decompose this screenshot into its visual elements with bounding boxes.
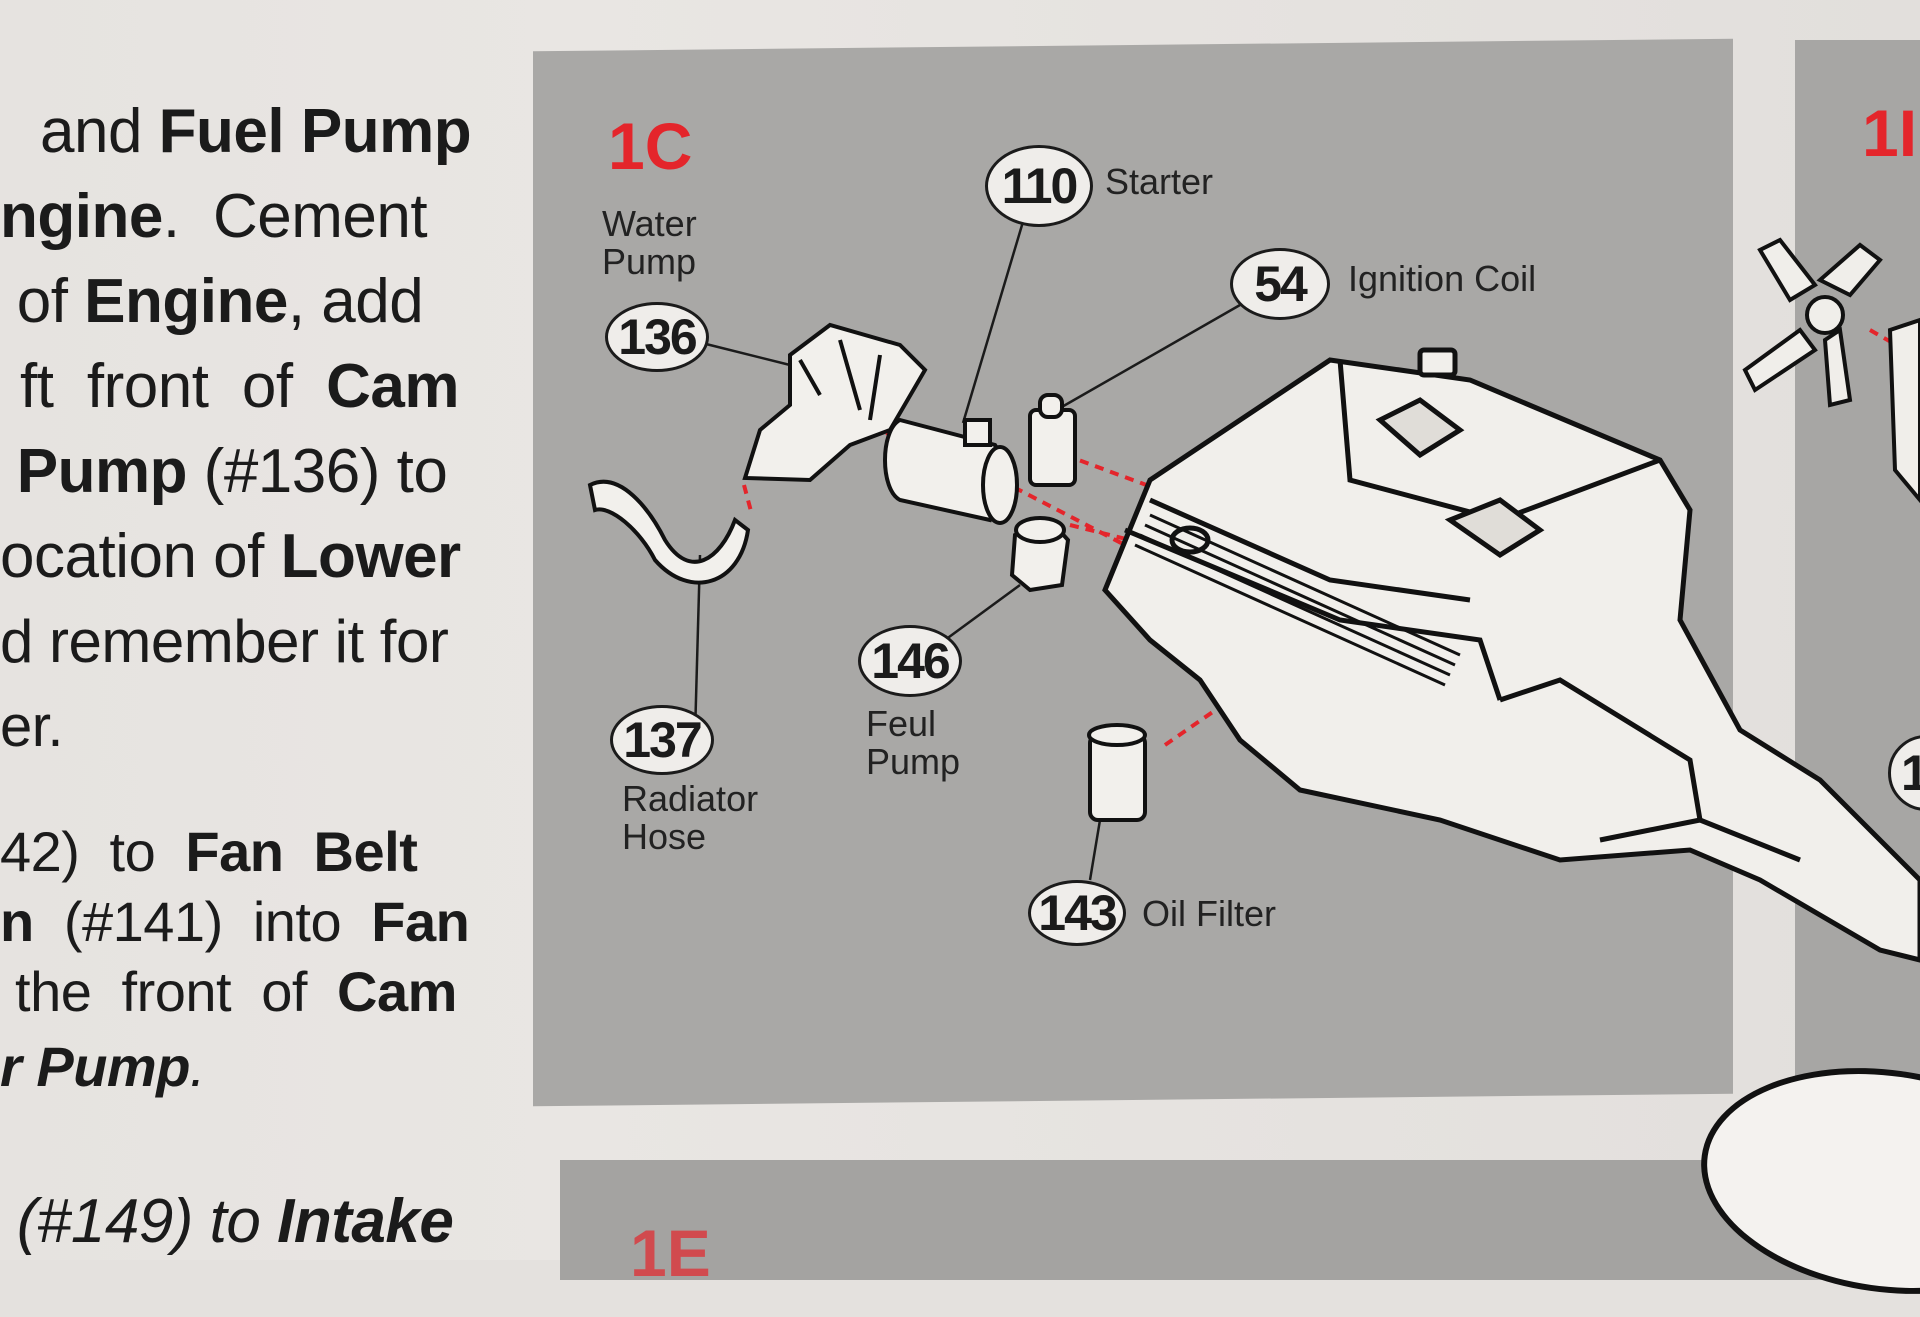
oil-filter-part bbox=[1087, 723, 1147, 822]
instruction-text-run: Intake bbox=[277, 1187, 454, 1256]
instruction-text-run: (#149) to bbox=[0, 1187, 278, 1256]
instruction-text-run: , add bbox=[287, 267, 424, 336]
instruction-text-run: Engine bbox=[84, 267, 288, 336]
part-label-radiator-hose: Radiator Hose bbox=[622, 778, 759, 857]
fuel-pump-part bbox=[1009, 516, 1071, 593]
instruction-text-run: ft front of bbox=[20, 352, 327, 421]
engine-block-part bbox=[1102, 347, 1920, 963]
instruction-line: er. bbox=[0, 685, 64, 768]
instruction-line: Pump (#136) to bbox=[0, 430, 448, 513]
instruction-text-run: . bbox=[189, 1035, 206, 1098]
instruction-line: the front of Cam bbox=[0, 950, 457, 1033]
instruction-text-run: Fan bbox=[371, 890, 470, 953]
part-number-54: 54 bbox=[1230, 248, 1330, 320]
part-number-136: 136 bbox=[605, 302, 709, 372]
instruction-line: ngine. Cement bbox=[0, 175, 428, 258]
instruction-line: of Engine, add bbox=[0, 260, 424, 343]
instruction-text-run: (#141) into bbox=[33, 890, 372, 953]
step-label-1c: 1C bbox=[608, 109, 693, 183]
starter-part bbox=[883, 417, 1019, 525]
instruction-text-run: er. bbox=[0, 694, 64, 759]
instruction-text-run: ocation of bbox=[0, 522, 281, 591]
part-label-oil-filter: Oil Filter bbox=[1142, 893, 1276, 934]
step-label-next: 1I bbox=[1862, 96, 1918, 170]
instruction-line: and Fuel Pump bbox=[40, 90, 472, 173]
part-label-starter: Starter bbox=[1105, 161, 1214, 202]
exploded-parts-diagram bbox=[587, 214, 1920, 963]
radiator-hose-part bbox=[587, 479, 751, 585]
part-label-water-pump: Water Pump bbox=[602, 203, 697, 282]
instruction-line: d remember it for bbox=[0, 600, 449, 683]
part-number-146: 146 bbox=[858, 625, 962, 697]
instruction-text-run: (#136) to bbox=[186, 437, 448, 506]
instruction-text-run: n bbox=[0, 890, 34, 953]
instruction-text-run: Fan Belt bbox=[185, 820, 418, 883]
instruction-text-run: and bbox=[40, 97, 159, 166]
instruction-text-run: 42) to bbox=[0, 820, 186, 883]
part-label-ignition-coil: Ignition Coil bbox=[1348, 258, 1537, 299]
instruction-text-run: the front of bbox=[0, 960, 338, 1023]
instruction-text-run: of bbox=[0, 267, 85, 336]
instruction-text-run: Fuel Pump bbox=[158, 97, 472, 166]
instruction-text-run: . Cement bbox=[162, 182, 428, 251]
step-label-bottom: 1E bbox=[630, 1216, 711, 1290]
instruction-text-run: d remember it for bbox=[0, 608, 449, 675]
instruction-line: 42) to Fan Belt bbox=[0, 810, 418, 893]
instruction-text-run: r Pump bbox=[0, 1035, 190, 1098]
instruction-line: n (#141) into Fan bbox=[0, 880, 470, 963]
part-number-110: 110 bbox=[985, 145, 1093, 227]
instruction-line: (#149) to Intake bbox=[0, 1180, 454, 1263]
instruction-line: ft front of Cam bbox=[20, 345, 459, 428]
ignition-coil-part bbox=[1028, 393, 1077, 487]
fan-part bbox=[1742, 237, 1920, 504]
instruction-text-run: Cam bbox=[337, 960, 457, 1023]
water-pump-part bbox=[742, 322, 928, 483]
instruction-line: ocation of Lower bbox=[0, 515, 461, 598]
part-label-fuel-pump: Feul Pump bbox=[866, 703, 961, 782]
part-number-137: 137 bbox=[610, 705, 714, 775]
part-number-143: 143 bbox=[1028, 880, 1126, 946]
instruction-text-run: Cam bbox=[326, 352, 459, 421]
instruction-text-run: Lower bbox=[280, 522, 462, 591]
instruction-line: r Pump. bbox=[0, 1025, 205, 1108]
instruction-text-run: Pump bbox=[0, 437, 188, 506]
instruction-text-run: ngine bbox=[0, 182, 163, 251]
